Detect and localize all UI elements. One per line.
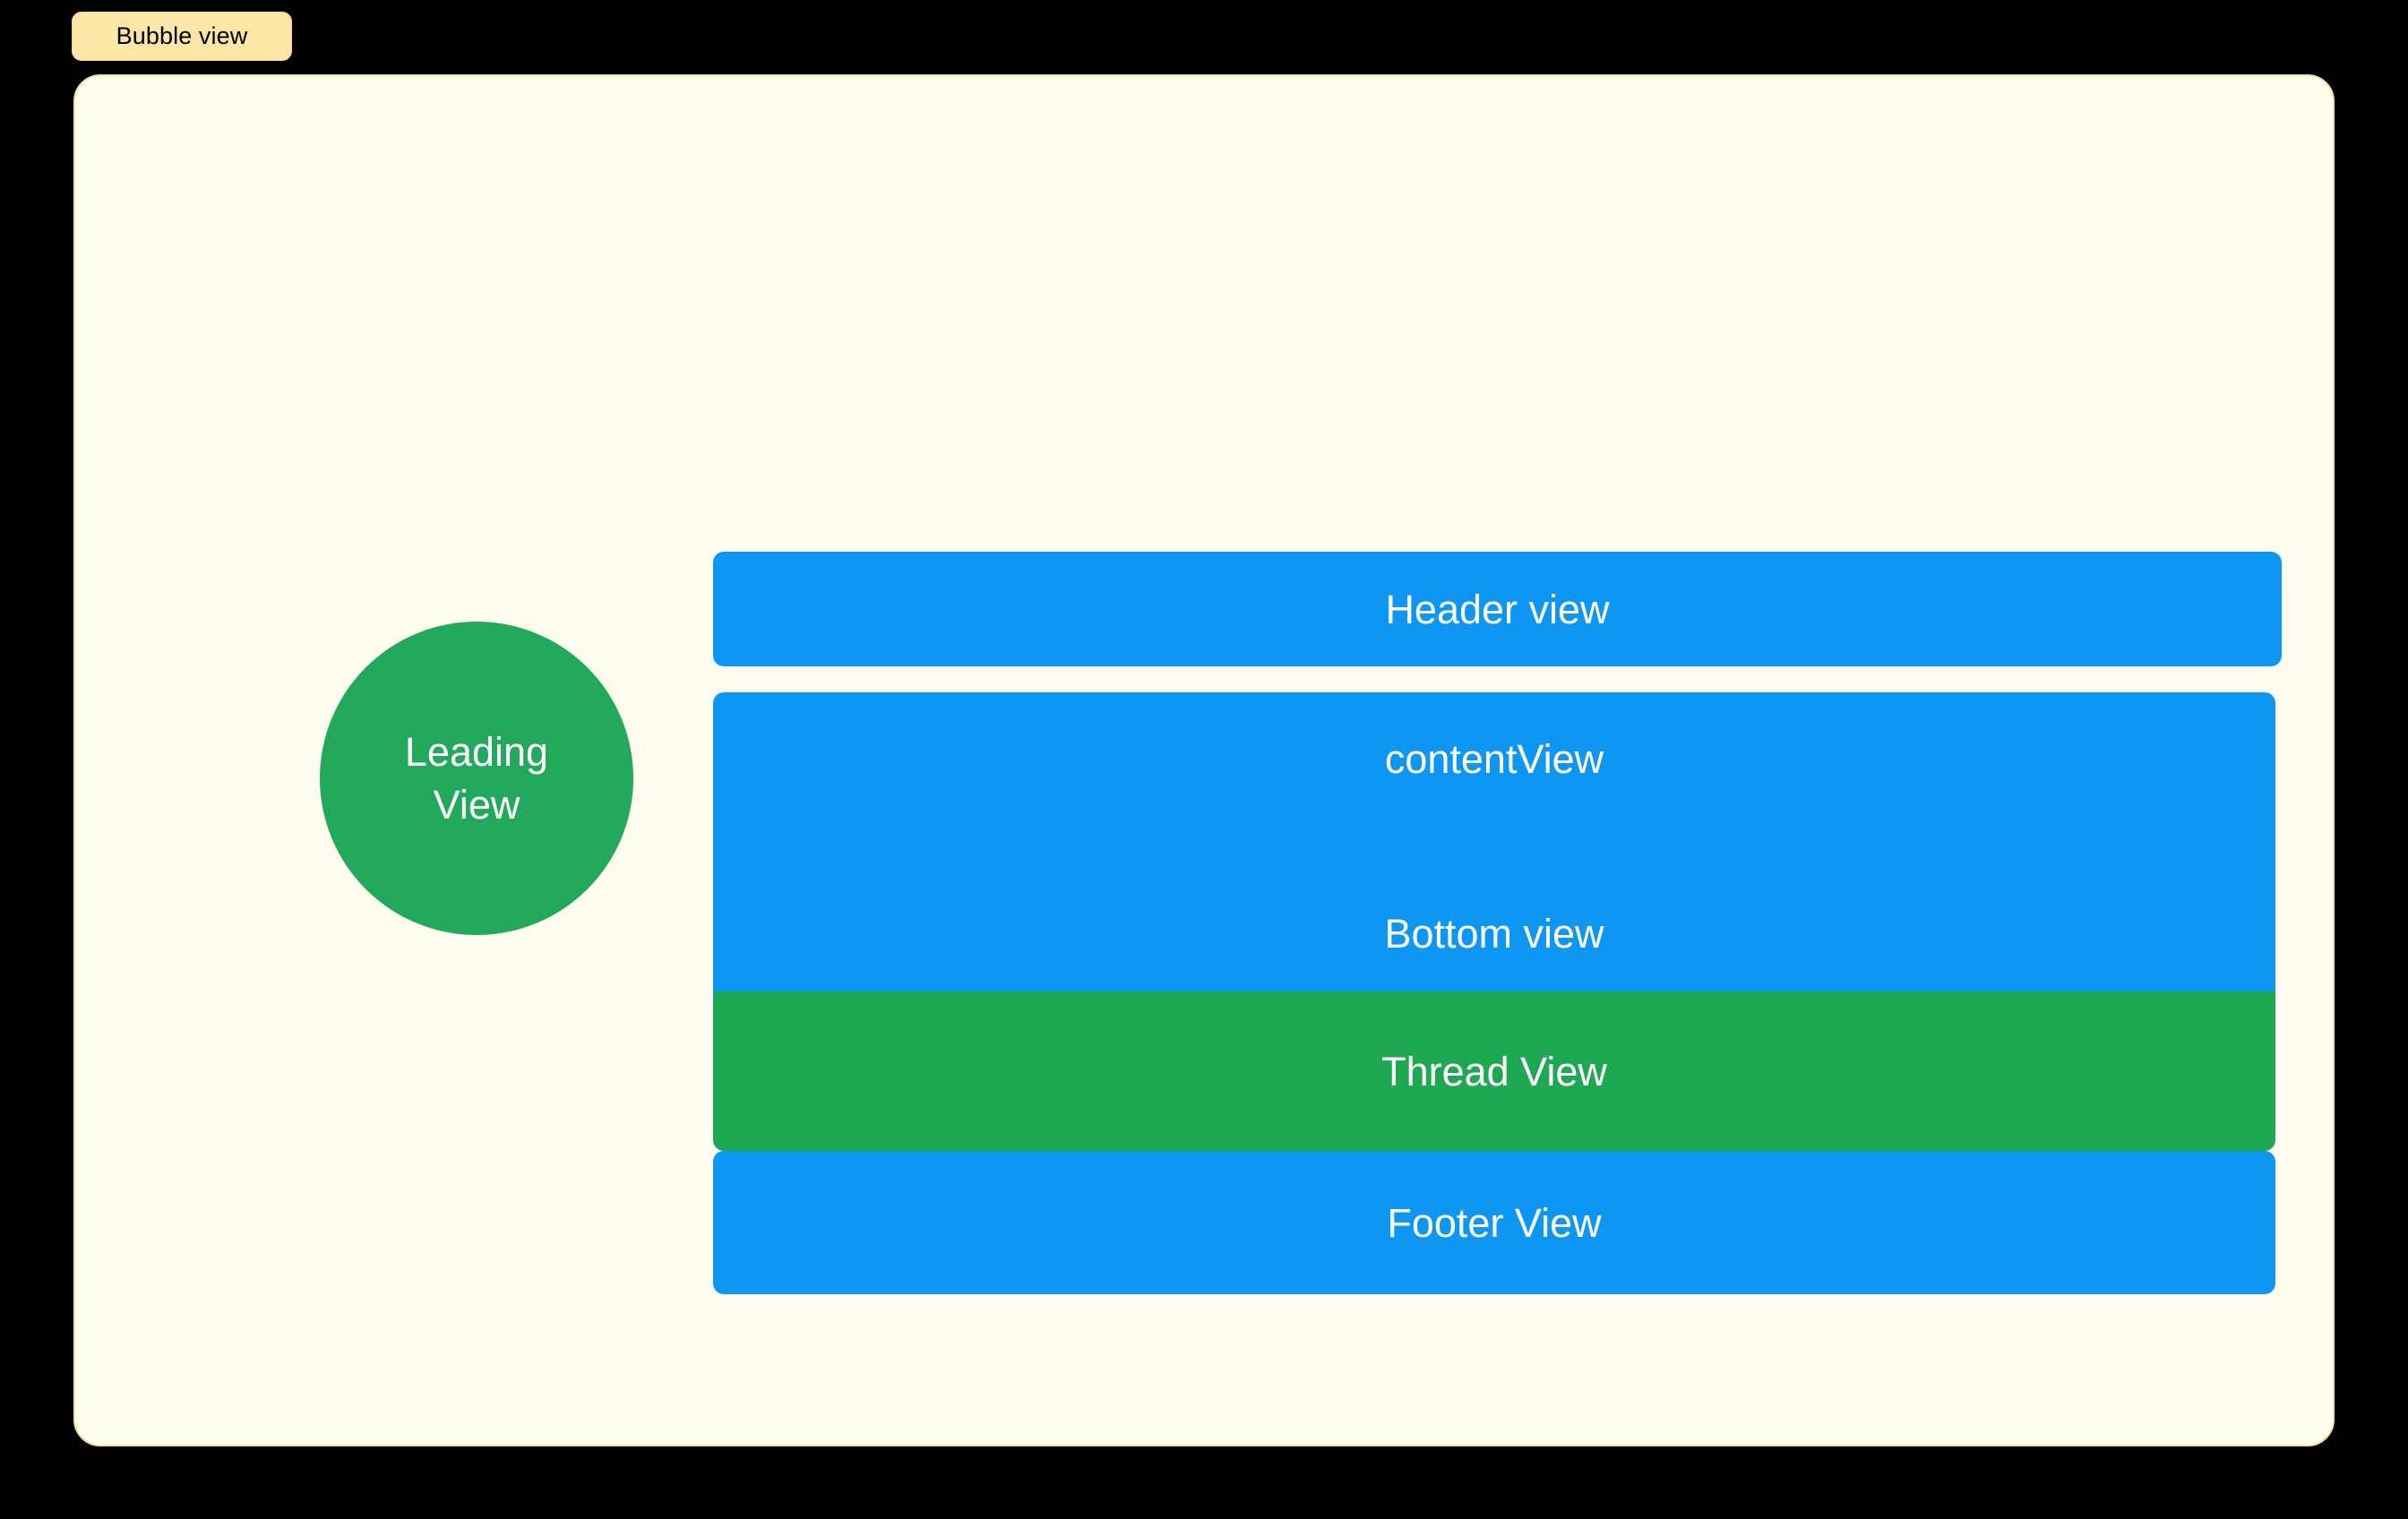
header-view-bar[interactable]: Header view [713,552,2282,666]
header-view-label: Header view [1385,586,1610,632]
leading-view-label-line2: View [433,782,520,828]
content-view-bar[interactable]: contentView Bottom view [713,692,2275,991]
thread-view-label: Thread View [1381,1048,1607,1094]
bubble-view-canvas: Leading View Header view contentView Bot… [73,74,2335,1446]
bottom-view-label: Bottom view [1384,911,1604,957]
leading-view-label-line1: Leading [404,728,549,775]
bubble-view-badge: Bubble view [72,12,292,61]
thread-view-bar[interactable]: Thread View [713,991,2275,1151]
footer-view-bar[interactable]: Footer View [713,1151,2275,1294]
bubble-view-badge-label: Bubble view [116,22,248,49]
content-view-label: contentView [1384,736,1604,782]
content-stack: contentView Bottom view Thread View [713,692,2275,1151]
leading-view-circle[interactable]: Leading View [320,622,633,935]
footer-view-label: Footer View [1387,1199,1602,1246]
